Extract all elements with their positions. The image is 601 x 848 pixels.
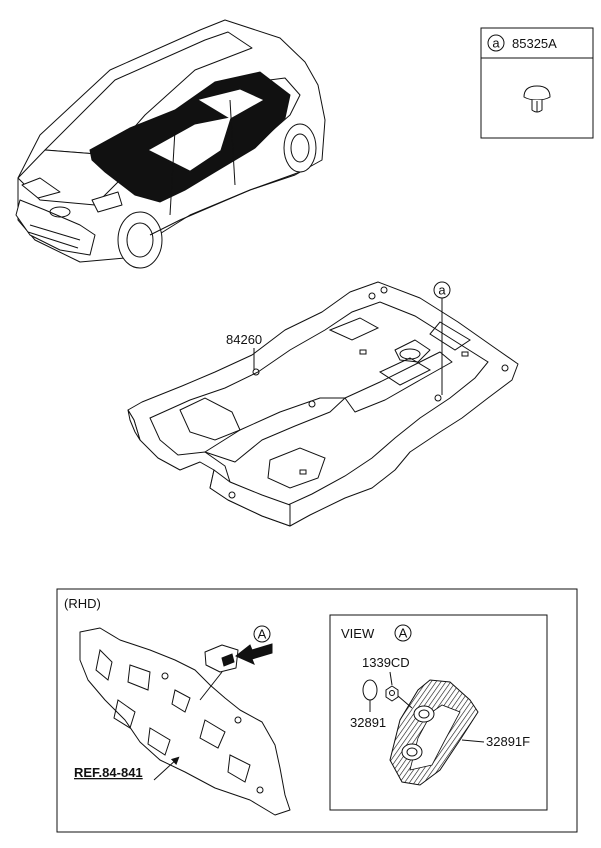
view-a-box: VIEW A 1339CD 32891: [329, 614, 548, 811]
ref-label: REF.84-841: [74, 765, 143, 780]
rhd-section: (RHD) A REF.84-841 VIEW: [56, 588, 578, 833]
front-wheel: [117, 211, 163, 269]
car-overview-icon: [15, 19, 326, 269]
part-plug-number: 32891: [350, 715, 386, 730]
callout-letter-a: a: [438, 283, 446, 298]
legend-circle: [487, 34, 505, 52]
legend-circle-letter: a: [492, 36, 500, 51]
floor-covering-icon: 84260 a: [127, 281, 519, 527]
pad-location-bracket: [204, 644, 239, 673]
rear-wheel: [283, 123, 317, 173]
rhd-title: (RHD): [64, 596, 101, 611]
main-part-number: 84260: [226, 332, 262, 347]
view-box-circle: [394, 624, 412, 642]
part-bolt-number: 1339CD: [362, 655, 410, 670]
clip-fastener-icon: [523, 85, 551, 113]
plug-icon: [362, 679, 378, 701]
view-arrow-icon: [235, 643, 273, 665]
view-box-letter: A: [399, 626, 408, 641]
bolt-icon: [385, 685, 399, 702]
view-marker-circle: [253, 625, 271, 643]
heel-pad-icon: [389, 679, 479, 786]
view-title: VIEW: [341, 626, 375, 641]
view-marker-letter: A: [258, 627, 267, 642]
legend-part-number: 85325A: [512, 36, 557, 51]
dash-panel-icon: [79, 627, 291, 816]
legend-box: a 85325A: [480, 27, 594, 139]
part-pad-number: 32891F: [486, 734, 530, 749]
